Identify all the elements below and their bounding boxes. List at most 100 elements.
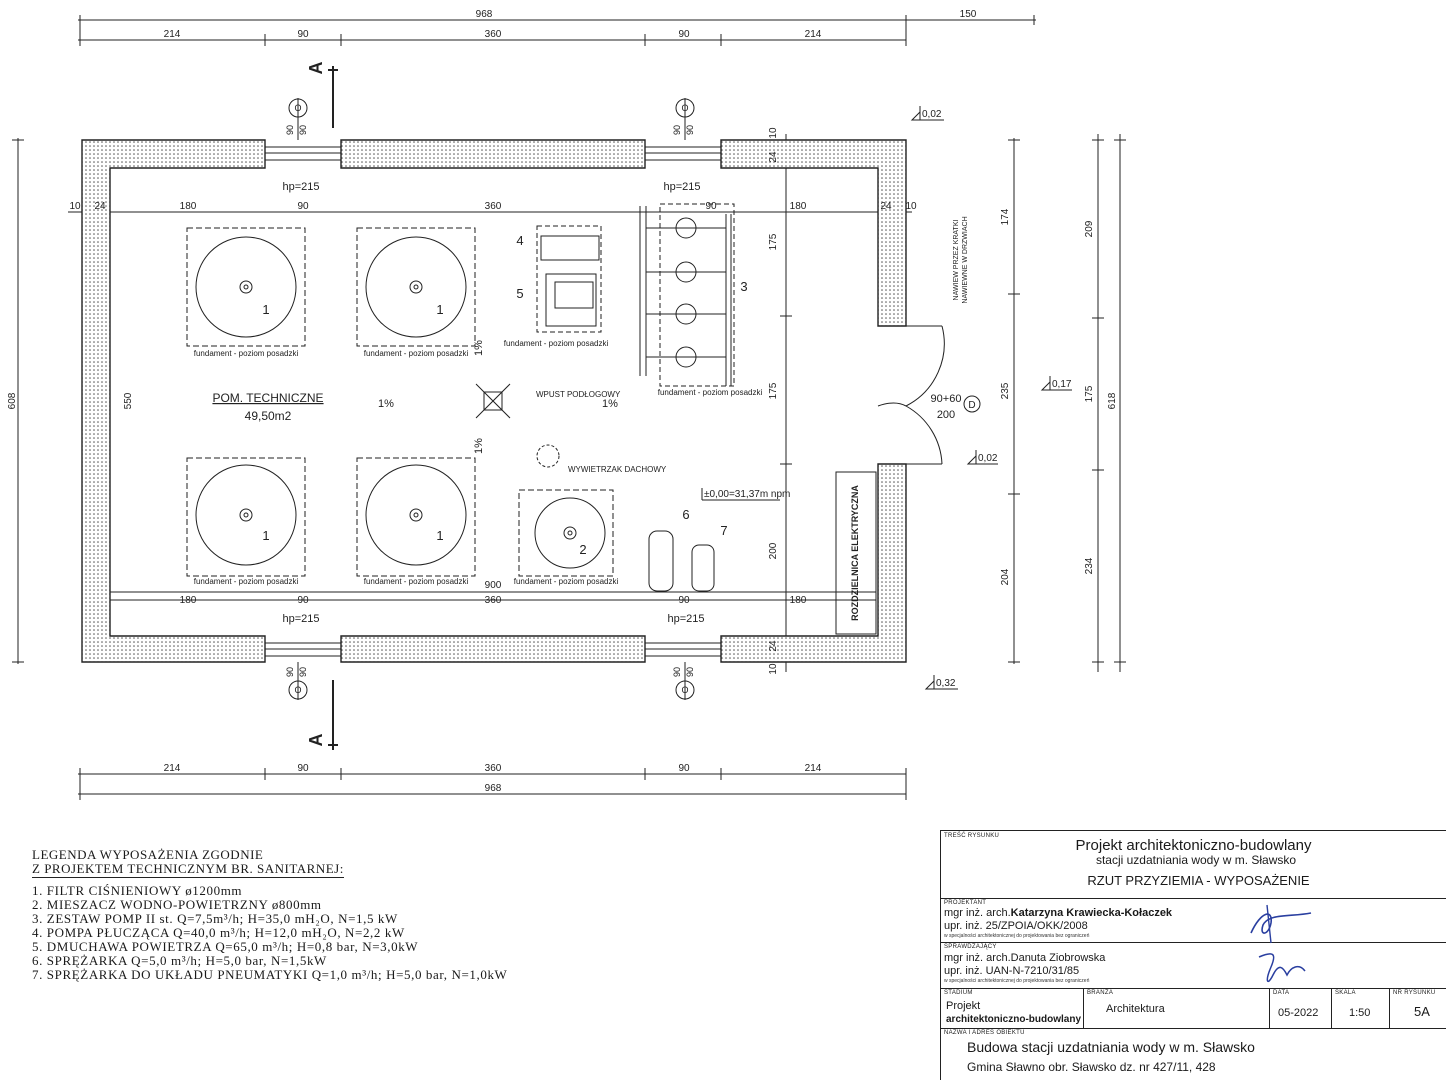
projektant-note: w specjalności architektonicznej do proj… [944,933,1090,939]
legend-title-2: Z PROJEKTEM TECHNICZNYM BR. SANITARNEJ: [32,861,344,878]
meta-section: STADIUM Projekt architektoniczno-budowla… [941,989,1446,1029]
dim-bot-4: 90 [678,763,690,774]
legend-item: 5. DMUCHAWA POWIETRZA Q=65,0 m³/h; H=0,8… [32,939,419,954]
window-dim-4: 90 [685,125,695,135]
foundation-label-7: fundament - poziom posadzki [658,388,763,397]
dim-rb-1: 209 [1084,220,1095,237]
drain-label: WPUST PODŁOGOWY [536,390,621,399]
equip-num-3: 3 [740,279,747,294]
equip-num-1b: 1 [436,302,443,317]
dim-rb-2: 175 [1084,385,1095,402]
stadium-label: STADIUM [944,990,973,996]
dim-r-3: 175 [768,233,779,250]
equip-num-4: 4 [516,233,523,248]
dim-r-1: 10 [768,127,779,139]
foundation-label-4: fundament - poziom posadzki [364,577,469,586]
sprawdzajacy-label: SPRAWDZAJĄCY [944,944,997,950]
switchboard-label: ROZDZIELNICA ELEKTRYCZNA [850,485,860,621]
skala-value: 1:50 [1349,1007,1371,1019]
sprawdzajacy-note: w specjalności architektonicznej do proj… [944,978,1090,984]
data-label: DATA [1273,990,1290,996]
obiekt-address: Gmina Sławno obr. Sławsko dz. nr 427/11,… [967,1060,1216,1074]
dim-top-2: 90 [297,29,309,40]
projektant-label: PROJEKTANT [944,900,987,906]
dim-bot-1: 214 [164,763,181,774]
window-hp-br: hp=215 [667,613,704,625]
window-dim-1: 90 [285,125,295,135]
stadium-1: Projekt [946,1000,981,1012]
window-hp-tl: hp=215 [282,181,319,193]
window-dim-6: 90 [298,667,308,677]
dim-r-6: 24 [768,640,779,652]
dim-inner-1: 10 [69,201,81,212]
dim-innerb-4: 90 [678,595,690,606]
equipment-legend: LEGENDA WYPOSAŻENIA ZGODNIE Z PROJEKTEM … [32,848,592,982]
legend-item: 3. ZESTAW POMP II st. Q=7,5m³/h; H=35,0 … [32,911,398,926]
equip-num-6: 6 [682,507,689,522]
dim-inner-pumps: 90 [705,201,717,212]
door-dim-1: 90+60 [931,393,962,405]
dim-inner-2: 24 [94,201,106,212]
window-symbol-bl: O [294,685,301,695]
slope-2: 1% [602,398,618,410]
dim-bot-5: 214 [805,763,822,774]
level-door: 0,17 [1052,379,1072,390]
drawing-name: RZUT PRZYZIEMIA - WYPOSAŻENIE [1087,873,1310,888]
level-top-right: 0,02 [922,109,942,120]
nr-label: NR RYSUNKU [1393,990,1436,996]
drawing-subtitle: stacji uzdatniania wody w m. Sławsko [1095,853,1297,867]
projektant-name: Katarzyna Krawiecka-Kołaczek [1010,907,1173,919]
section-marker-top: A [306,62,326,75]
obiekt-label: NAZWA I ADRES OBIEKTU [944,1030,1025,1036]
nr-value: 5A [1414,1004,1430,1019]
equip-num-7: 7 [720,523,727,538]
foundation-label-5: fundament - poziom posadzki [514,577,619,586]
equip-num-5: 5 [516,286,523,301]
stadium-2: architektoniczno-budowlany [946,1014,1082,1025]
dim-innerb-2: 90 [297,595,309,606]
window-symbol-tl: O [294,103,301,113]
window-dim-2: 90 [298,125,308,135]
door-dim-2: 200 [937,409,955,421]
signature-1 [1250,904,1312,944]
sprawdzajacy-name: mgr inż. arch.Danuta Ziobrowska [944,952,1106,964]
data-value: 05-2022 [1278,1007,1319,1019]
checker-section: SPRAWDZAJĄCY mgr inż. arch.Danuta Ziobro… [941,943,1446,989]
dim-inner-4: 90 [297,201,309,212]
window-symbol-br: O [681,685,688,695]
dim-ra-1: 174 [1000,208,1011,225]
building-walls [81,139,945,663]
dim-r-618: 618 [1107,392,1118,409]
dim-left-550: 550 [123,392,134,409]
dim-top-3: 360 [485,29,502,40]
legend-item: 7. SPRĘŻARKA DO UKŁADU PNEUMATYKI Q=1,0 … [32,967,508,982]
dim-inner-7: 24 [880,201,892,212]
equip-num-1a: 1 [262,302,269,317]
projektant-license: upr. inż. 25/ZPOIA/OKK/2008 [944,920,1088,932]
fan-label: WYWIETRZAK DACHOWY [568,465,667,474]
dim-innerb-3: 360 [485,595,502,606]
dim-top-1: 214 [164,29,181,40]
equipment-filters [186,203,877,635]
vent-label-1: NAWIEW PRZEZ KRATKI [953,220,960,301]
projektant-prefix: mgr inż. arch. [944,907,1011,919]
dim-inner-8: 10 [905,201,917,212]
dim-top-4: 90 [678,29,690,40]
dim-extra: 150 [960,9,977,20]
vent-label-2: NAWIEWNE W DRZWIACH [962,216,969,303]
sprawdzajacy-license: upr. inż. UAN-N-7210/31/85 [944,965,1080,977]
dim-inner-6: 180 [790,201,807,212]
title-section: TREŚĆ RYSUNKU Projekt architektoniczno-b… [941,831,1446,899]
slope-3: 1% [473,340,485,356]
obiekt-name: Budowa stacji uzdatniania wody w m. Sław… [967,1039,1255,1055]
skala-label: SKALA [1335,990,1356,996]
drawing-title: Projekt architektoniczno-budowlany [1075,837,1312,854]
equip-num-1d: 1 [436,528,443,543]
window-dim-8: 90 [685,667,695,677]
foundation-label-3: fundament - poziom posadzki [194,577,299,586]
dim-bot-3: 360 [485,763,502,774]
dim-inner-3: 180 [180,201,197,212]
section-marker-bottom: A [306,734,326,747]
legend-item: 1. FILTR CIŚNIENIOWY ø1200mm [32,883,243,898]
